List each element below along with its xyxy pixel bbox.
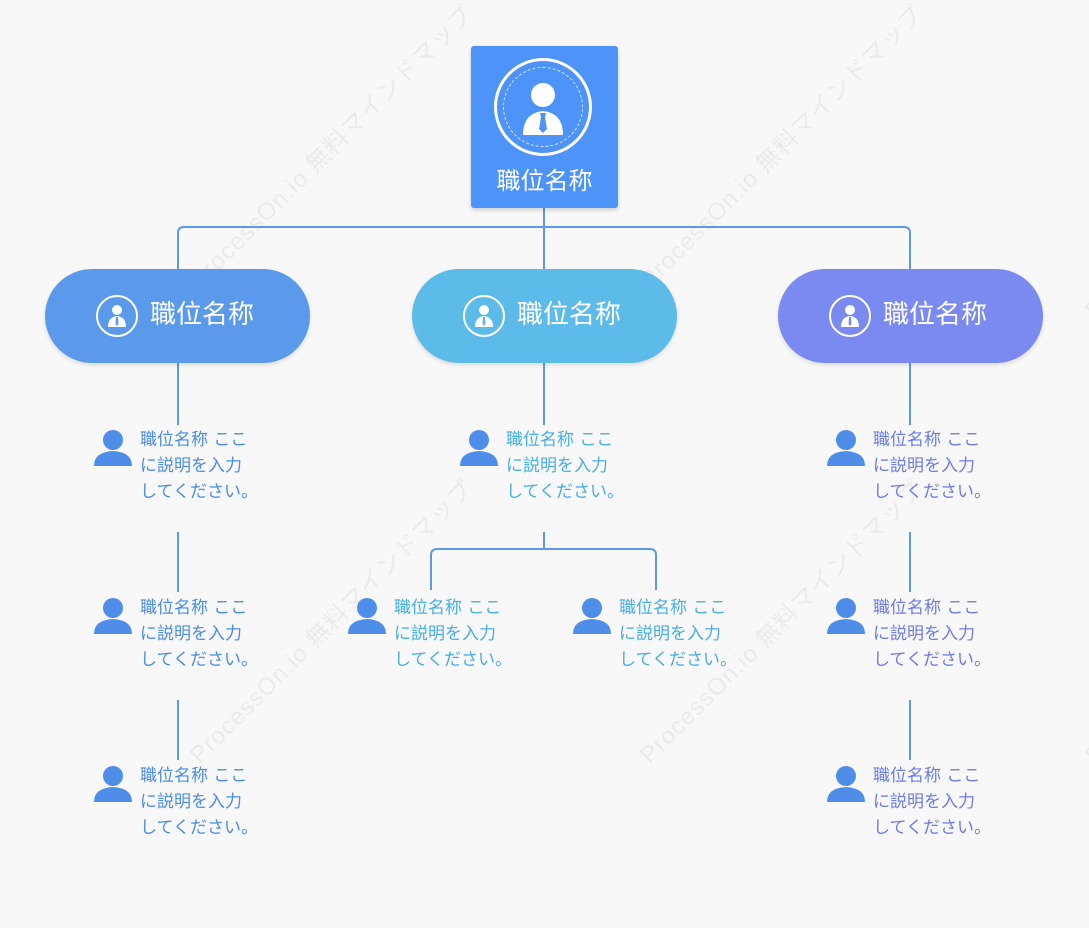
leaf-node[interactable]: 職位名称 ここに説明を入力してください。 bbox=[826, 763, 996, 873]
person-icon bbox=[829, 295, 871, 337]
leaf-text: 職位名称 ここに説明を入力してください。 bbox=[873, 430, 991, 502]
branch-node-1[interactable]: 職位名称 bbox=[45, 269, 310, 363]
person-icon bbox=[573, 598, 611, 634]
person-icon bbox=[96, 295, 138, 337]
branch-bar bbox=[177, 226, 911, 270]
person-icon bbox=[94, 430, 132, 466]
leaf-text: 職位名称 ここに説明を入力してください。 bbox=[140, 766, 258, 838]
sub-leaf-node[interactable]: 職位名称 ここに説明を入力してください。 bbox=[572, 595, 742, 705]
middle-sub-bar bbox=[430, 548, 657, 590]
leaf-text: 職位名称 ここに説明を入力してください。 bbox=[140, 598, 258, 670]
leaf-node[interactable]: 職位名称 ここに説明を入力してください。 bbox=[826, 595, 996, 705]
leaf-text: 職位名称 ここに説明を入力してください。 bbox=[140, 430, 258, 502]
sub-leaf-node[interactable]: 職位名称 ここに説明を入力してください。 bbox=[347, 595, 517, 705]
person-icon bbox=[460, 430, 498, 466]
root-title: 職位名称 bbox=[496, 167, 593, 195]
branch-node-3[interactable]: 職位名称 bbox=[778, 269, 1043, 363]
leaf-text: 職位名称 ここに説明を入力してください。 bbox=[394, 598, 512, 670]
leaf-text: 職位名称 ここに説明を入力してください。 bbox=[873, 598, 991, 670]
person-icon bbox=[94, 766, 132, 802]
leaf-node[interactable]: 職位名称 ここに説明を入力してください。 bbox=[93, 595, 263, 705]
leaf-text: 職位名称 ここに説明を入力してください。 bbox=[873, 766, 991, 838]
branch-node-2[interactable]: 職位名称 bbox=[412, 269, 677, 363]
person-with-tie-icon bbox=[523, 83, 563, 135]
leaf-node[interactable]: 職位名称 ここに説明を入力してください。 bbox=[459, 427, 629, 537]
person-icon bbox=[463, 295, 505, 337]
person-icon bbox=[827, 766, 865, 802]
person-icon bbox=[94, 598, 132, 634]
root-avatar bbox=[494, 58, 592, 156]
person-icon bbox=[827, 598, 865, 634]
root-node[interactable]: 職位名称 bbox=[471, 46, 618, 208]
leaf-node[interactable]: 職位名称 ここに説明を入力してください。 bbox=[93, 763, 263, 873]
branch-title: 職位名称 bbox=[517, 300, 622, 330]
branch-title: 職位名称 bbox=[883, 300, 988, 330]
branch-title: 職位名称 bbox=[150, 300, 255, 330]
person-icon bbox=[827, 430, 865, 466]
leaf-text: 職位名称 ここに説明を入力してください。 bbox=[619, 598, 737, 670]
leaf-node[interactable]: 職位名称 ここに説明を入力してください。 bbox=[826, 427, 996, 537]
person-icon bbox=[348, 598, 386, 634]
leaf-text: 職位名称 ここに説明を入力してください。 bbox=[506, 430, 624, 502]
leaf-node[interactable]: 職位名称 ここに説明を入力してください。 bbox=[93, 427, 263, 537]
